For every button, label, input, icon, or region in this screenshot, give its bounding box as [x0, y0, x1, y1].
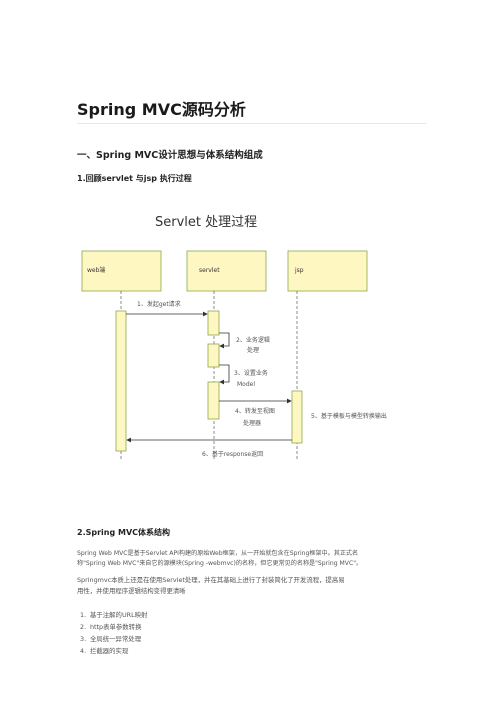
list-item: 1.基于注解的URL映射 — [80, 611, 148, 619]
message-arrow-2 — [219, 332, 230, 349]
paragraph-1-line-2: 称"Spring Web MVC"来自它的源模块(Spring -webmvc)… — [77, 560, 363, 567]
paragraph-2-line-1: Springmvc本质上还是在使用Servlet处理，并在其基础上进行了封装简化… — [77, 576, 345, 584]
activation-servlet-1 — [207, 310, 220, 336]
message-label-2b: 处理 — [247, 346, 259, 354]
activation-web — [115, 310, 127, 452]
activation-servlet-2 — [207, 343, 220, 368]
paragraph-2-line-2: 用性，并使用程序逻辑结构变得更清晰 — [77, 587, 186, 595]
message-label-4a: 4、转发至视图 — [235, 407, 275, 415]
message-label-1: 1、发起get请求 — [137, 300, 181, 308]
message-label-2a: 2、业务逻辑 — [236, 336, 270, 344]
lane-label-servlet: servlet — [199, 267, 220, 274]
lane-box-servlet — [186, 250, 267, 292]
lane-label-jsp: jsp — [294, 267, 304, 274]
activation-servlet-3 — [207, 381, 220, 420]
section-heading-1: 一、Spring MVC设计思想与体系结构组成 — [77, 150, 263, 161]
paragraph-2: Springmvc本质上还是在使用Servlet处理，并在其基础上进行了封装简化… — [77, 575, 429, 597]
feature-list: 1.基于注解的URL映射 2.http表单参数转换 3.全局统一异常处理 4.拦… — [80, 609, 147, 657]
sequence-diagram-svg: Servlet 处理过程 web端 servlet jsp 1、发起get请求 … — [81, 215, 387, 459]
message-label-3a: 3、设置业务 — [234, 369, 268, 377]
subsection-heading-2: 2.Spring MVC体系结构 — [77, 528, 171, 537]
message-label-3b: Model — [237, 381, 255, 388]
subsection-heading-1: 1.回顾servlet 与jsp 执行过程 — [77, 174, 192, 183]
paragraph-1: Spring Web MVC是基于Servlet API构建的原始Web框架，从… — [77, 549, 429, 569]
message-label-4b: 处理器 — [243, 419, 261, 427]
diagram-title: Servlet 处理过程 — [155, 215, 257, 230]
list-item: 2.http表单参数转换 — [80, 623, 142, 631]
paragraph-1-line-1: Spring Web MVC是基于Servlet API构建的原始Web框架，从… — [77, 550, 359, 557]
document-title: Spring MVC源码分析 — [77, 100, 246, 119]
message-label-6: 6、基于response返回 — [202, 450, 263, 458]
lane-box-web — [81, 250, 162, 292]
list-item: 4.拦截器的实现 — [80, 647, 129, 655]
activation-jsp — [291, 390, 303, 444]
list-item: 3.全局统一异常处理 — [80, 635, 142, 643]
message-label-5: 5、基于模板与模型转换输出 — [311, 412, 387, 420]
servlet-process-diagram: Servlet 处理过程 web端 servlet jsp 1、发起get请求 … — [77, 193, 426, 467]
lane-label-web: web端 — [87, 266, 105, 274]
title-divider — [77, 123, 426, 124]
lane-box-jsp — [287, 250, 368, 292]
message-arrow-3 — [219, 364, 230, 385]
